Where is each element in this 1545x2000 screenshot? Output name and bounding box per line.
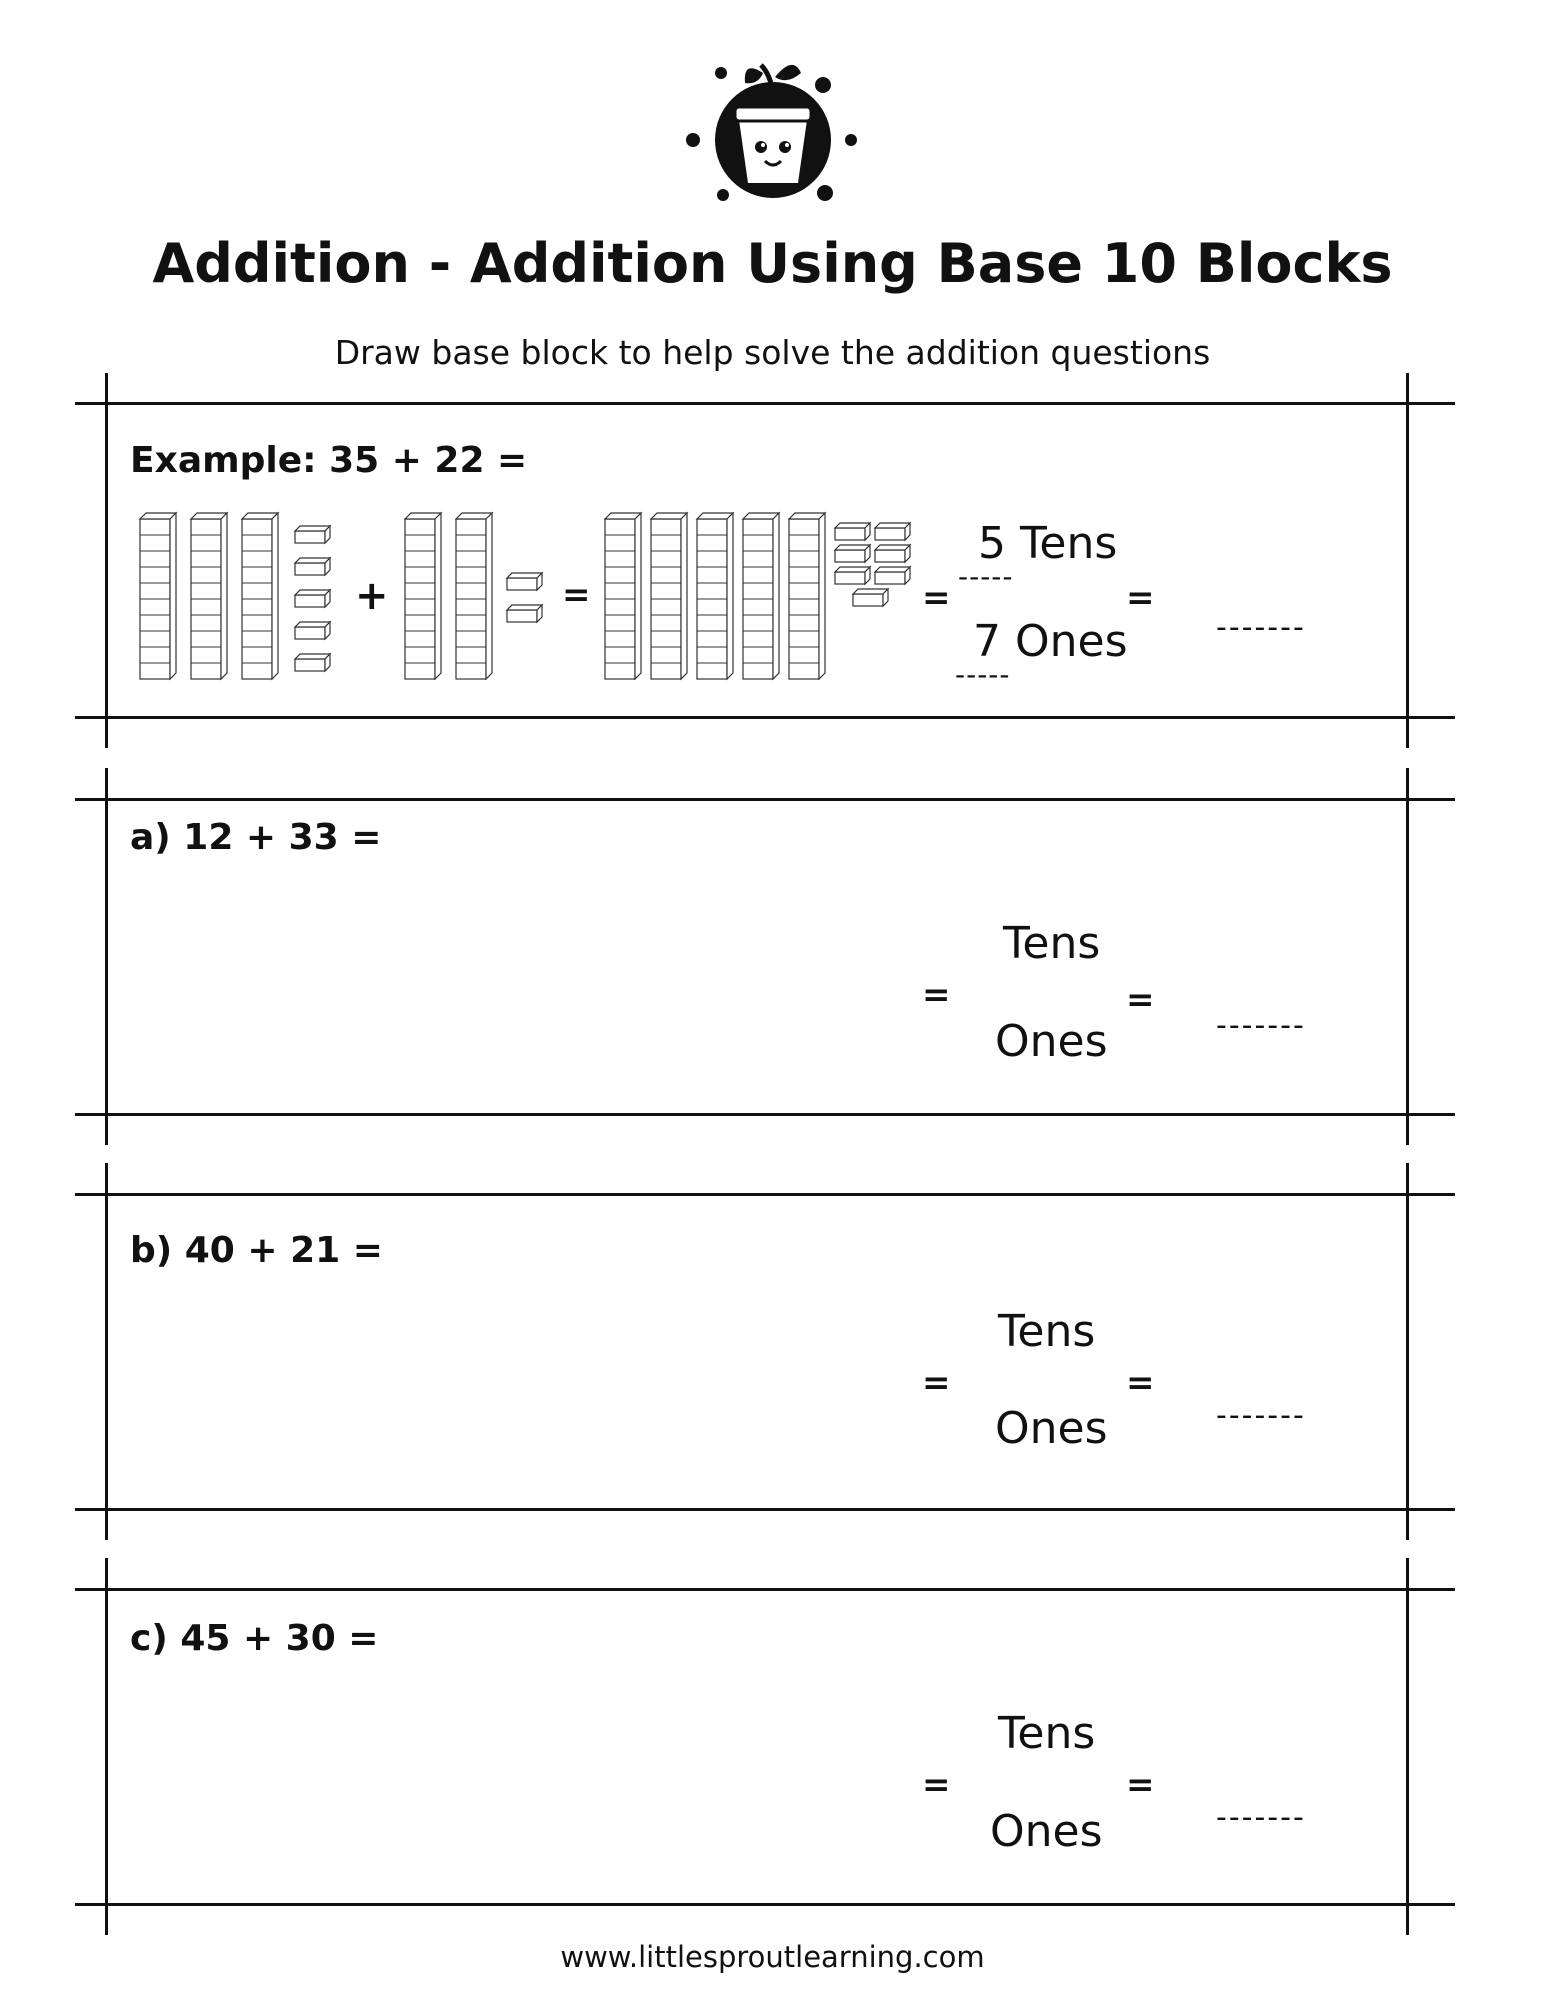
question-c-left-rule [105,1558,108,1935]
ten-rod [695,511,735,681]
question-c-tens-label: Tens [998,1708,1096,1759]
question-c-bottom-rule [75,1903,1455,1906]
question-c-top-rule [75,1588,1455,1591]
example-ones-blank: ----- [955,658,1011,691]
one-cube [833,543,872,564]
example-bottom-rule [75,716,1455,719]
example-right-rule [1406,373,1409,748]
example-top-rule [75,402,1455,405]
one-cube [293,588,332,609]
one-cube [293,556,332,577]
question-b-top-rule [75,1193,1455,1196]
question-b-equals-sign-1: = [922,1363,951,1403]
question-a-equals-sign-2: = [1126,980,1155,1020]
page-title: Addition - Addition Using Base 10 Blocks [152,232,1393,295]
one-cube [505,571,544,592]
instructions: Draw base block to help solve the additi… [334,333,1211,372]
sprout-pot-logo [686,63,857,201]
one-cube [873,565,912,586]
question-b-answer-blank[interactable]: ------- [1216,1398,1306,1433]
one-cube [505,603,544,624]
question-a-right-rule [1406,768,1409,1145]
one-cube [851,587,890,608]
ten-rod [189,511,229,681]
example-plus-sign: + [355,573,389,619]
footer-url[interactable]: www.littlesproutlearning.com [560,1940,985,1974]
example-equals-sign-1: = [562,575,591,615]
ten-rod [454,511,494,681]
example-answer-blank[interactable]: ------- [1216,610,1306,645]
question-b-ones-label: Ones [995,1403,1108,1454]
ten-rod [403,511,443,681]
question-c-equals-sign-2: = [1126,1765,1155,1805]
question-a-ones-label: Ones [995,1016,1108,1067]
question-a-equals-sign-1: = [922,975,951,1015]
question-b-bottom-rule [75,1508,1455,1511]
example-ones-label: 7 Ones [973,616,1128,667]
question-b-right-rule [1406,1163,1409,1540]
one-cube [293,524,332,545]
question-a-answer-blank[interactable]: ------- [1216,1008,1306,1043]
ten-rod [240,511,280,681]
ten-rod [741,511,781,681]
question-a-label: a) 12 + 33 = [130,817,382,858]
example-left-rule [105,373,108,748]
example-tens-blank: ----- [958,560,1014,593]
one-cube [833,565,872,586]
one-cube [293,620,332,641]
example-equals-sign-2: = [922,578,951,618]
question-c-label: c) 45 + 30 = [130,1618,379,1659]
example-tens-label: 5 Tens [978,518,1118,569]
question-c-answer-blank[interactable]: ------- [1216,1800,1306,1835]
question-a-top-rule [75,798,1455,801]
one-cube [873,521,912,542]
ten-rod [649,511,689,681]
one-cube [293,652,332,673]
ten-rod [787,511,827,681]
example-equals-sign-3: = [1126,578,1155,618]
question-b-label: b) 40 + 21 = [130,1230,383,1271]
question-a-bottom-rule [75,1113,1455,1116]
question-a-tens-label: Tens [1003,918,1101,969]
question-a-left-rule [105,768,108,1145]
question-c-ones-label: Ones [990,1806,1103,1857]
example-base10-blocks [138,511,912,681]
question-b-equals-sign-2: = [1126,1363,1155,1403]
question-b-left-rule [105,1163,108,1540]
question-c-equals-sign-1: = [922,1765,951,1805]
question-c-right-rule [1406,1558,1409,1935]
question-b-tens-label: Tens [998,1306,1096,1357]
example-label: Example: 35 + 22 = [130,440,528,481]
ten-rod [138,511,178,681]
one-cube [873,543,912,564]
ten-rod [603,511,643,681]
one-cube [833,521,872,542]
